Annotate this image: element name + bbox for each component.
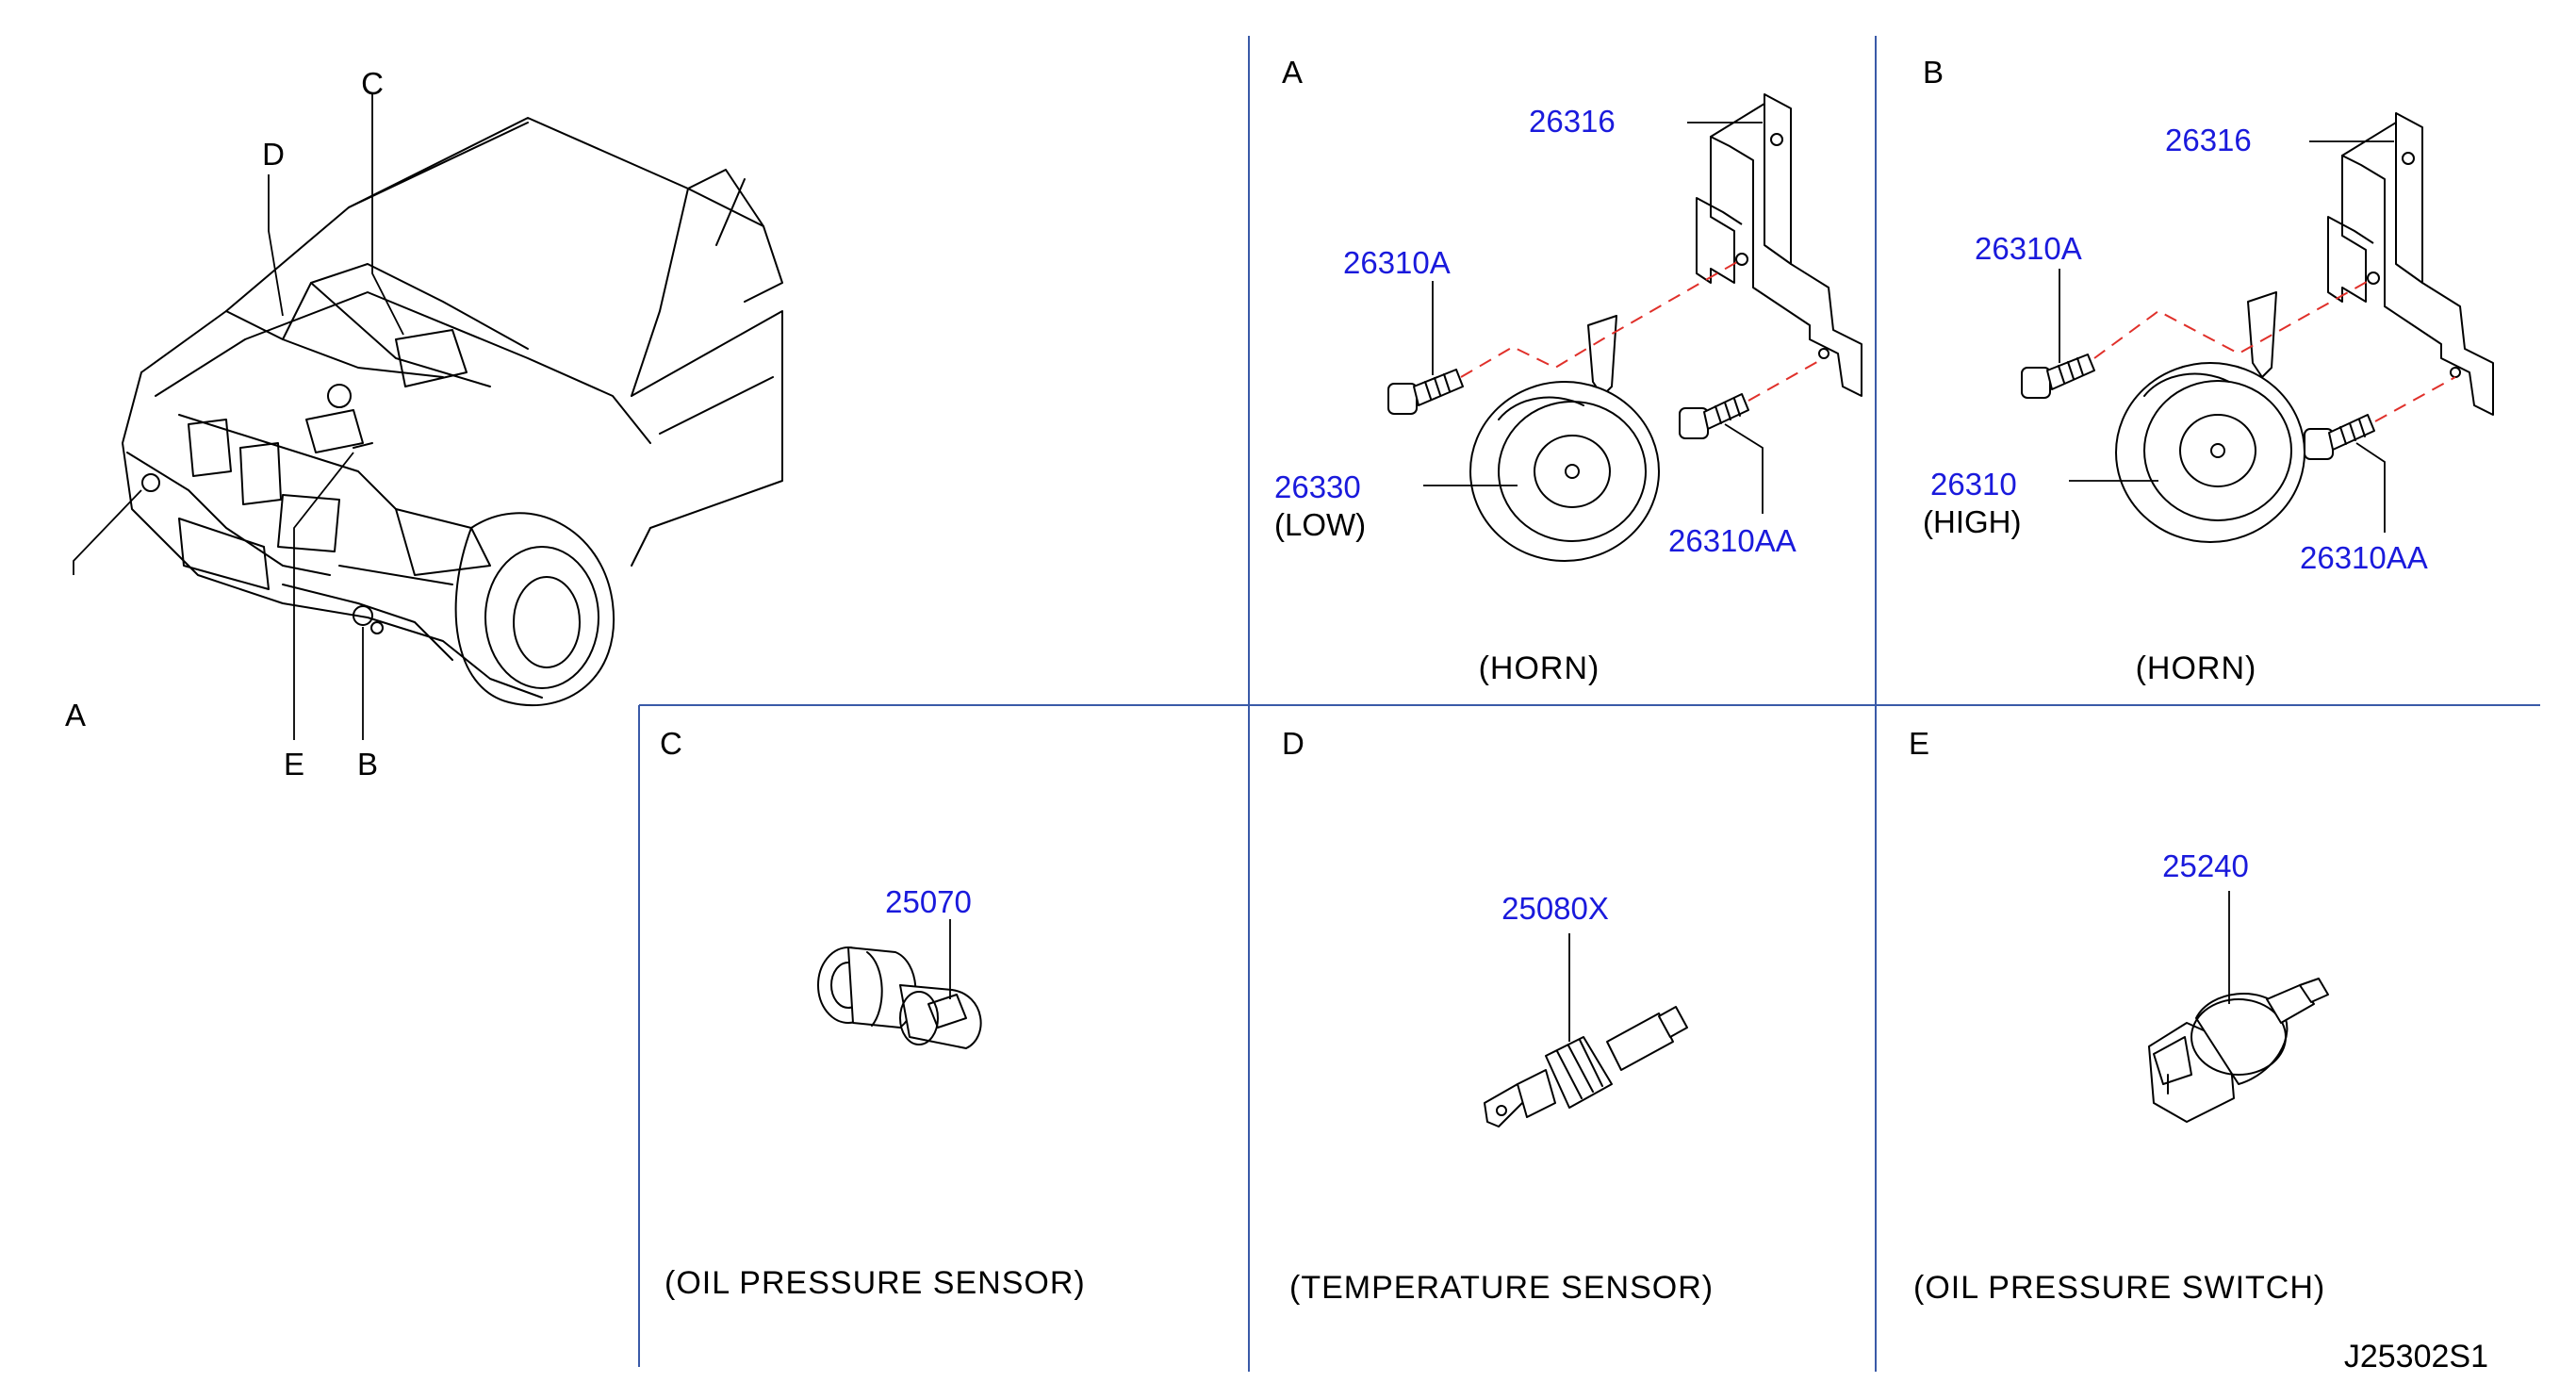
panel-a: A 26316 (1274, 55, 1862, 686)
pn-25070: 25070 (885, 884, 972, 919)
caption-e: (OIL PRESSURE SWITCH) (1913, 1270, 2325, 1306)
caption-b: (HORN) (2136, 650, 2257, 686)
panel-d-letter: D (1282, 726, 1304, 761)
diagram-code: J25302S1 (2344, 1339, 2488, 1374)
pn-25080x: 25080X (1501, 891, 1609, 926)
caption-a: (HORN) (1479, 650, 1600, 686)
pn-26310aa-b: 26310AA (2300, 540, 2428, 575)
temperature-sensor-icon (1484, 1006, 1688, 1127)
panel-b-letter: B (1923, 55, 1944, 90)
note-high: (HIGH) (1923, 504, 2021, 539)
callout-d: D (262, 137, 285, 172)
bolt-26310aa-b-icon (2304, 414, 2375, 460)
pn-26310: 26310 (1930, 467, 2017, 502)
note-low: (LOW) (1274, 507, 1366, 542)
callout-a: A (65, 698, 86, 732)
panel-d: D 25080X (TEMPERATURE SENSOR) (1282, 726, 1714, 1306)
vehicle-overview: D C A E B (65, 66, 783, 782)
callout-b: B (357, 747, 378, 782)
pn-26310aa-a: 26310AA (1668, 523, 1797, 558)
pn-26316-b: 26316 (2165, 123, 2252, 157)
pn-25240: 25240 (2162, 848, 2249, 883)
oil-pressure-switch-icon (2148, 978, 2329, 1123)
panel-e: E 25240 (OIL PRESSURE SWITCH) (1909, 726, 2329, 1306)
caption-d: (TEMPERATURE SENSOR) (1289, 1270, 1714, 1306)
callout-c: C (361, 66, 384, 101)
panel-b: B 26316 (1923, 55, 2494, 686)
callout-e: E (284, 747, 304, 782)
caption-c: (OIL PRESSURE SENSOR) (665, 1265, 1086, 1301)
pn-26316-a: 26316 (1529, 104, 1616, 139)
panel-c: C 25070 (OIL PRESSURE SENSOR) (660, 726, 1086, 1301)
panel-e-letter: E (1909, 726, 1929, 761)
bolt-26310a-b-icon (2021, 354, 2095, 399)
bolt-26310a-icon (1387, 369, 1464, 415)
pn-26310a-a: 26310A (1343, 245, 1451, 280)
pn-26330: 26330 (1274, 469, 1361, 504)
oil-pressure-sensor-icon (817, 946, 982, 1049)
pn-26310a-b: 26310A (1975, 231, 2082, 266)
panel-c-letter: C (660, 726, 682, 761)
bolt-26310aa-icon (1679, 393, 1749, 439)
panel-a-letter: A (1282, 55, 1303, 90)
panel-frame (638, 36, 2540, 1372)
